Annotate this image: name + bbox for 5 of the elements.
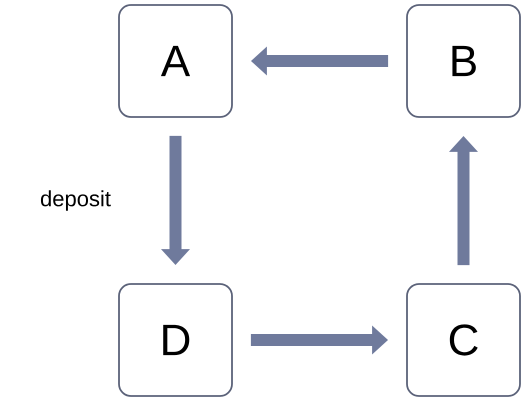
letter-box: B [406,4,521,118]
letter-box: C [406,283,521,397]
edge-label: deposit [40,190,111,211]
letter-box: D [118,283,233,397]
letter-box: A [118,4,233,118]
